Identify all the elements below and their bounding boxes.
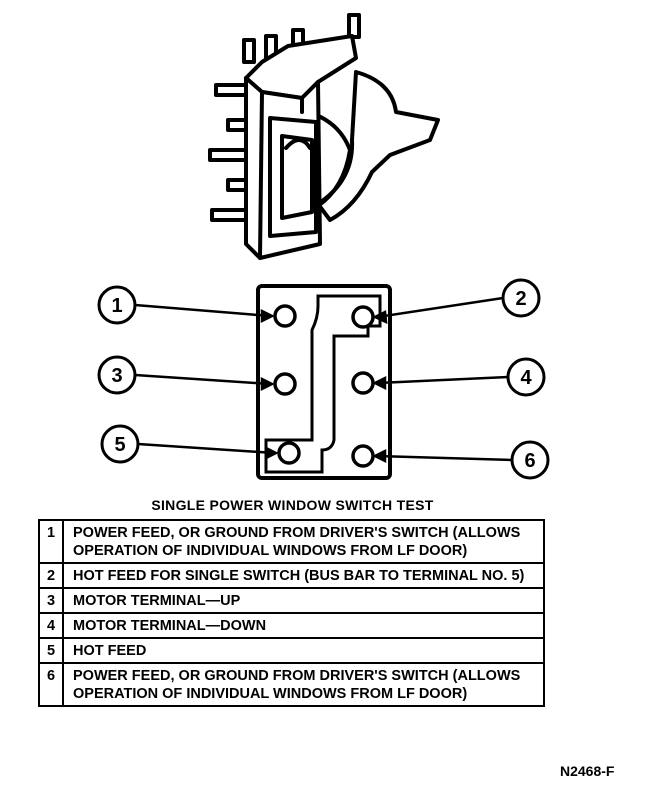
terminal-number: 4 bbox=[38, 612, 64, 639]
switch-body-illustration bbox=[208, 13, 440, 260]
leader-lines bbox=[134, 296, 513, 464]
terminal-legend-table: 1 POWER FEED, OR GROUND FROM DRIVER'S SW… bbox=[38, 519, 545, 707]
table-row: 5 HOT FEED bbox=[38, 637, 545, 664]
figure-id: N2468-F bbox=[560, 763, 615, 779]
table-row: 4 MOTOR TERMINAL—DOWN bbox=[38, 612, 545, 639]
table-title: SINGLE POWER WINDOW SWITCH TEST bbox=[151, 497, 434, 513]
table-row: 2 HOT FEED FOR SINGLE SWITCH (BUS BAR TO… bbox=[38, 562, 545, 589]
terminal-hole-5 bbox=[277, 441, 301, 465]
svg-text:3: 3 bbox=[111, 365, 122, 387]
terminal-number: 6 bbox=[38, 662, 64, 707]
svg-text:2: 2 bbox=[515, 288, 526, 310]
callout-3: 3 bbox=[97, 355, 137, 395]
callout-4: 4 bbox=[506, 357, 546, 397]
svg-text:6: 6 bbox=[524, 450, 535, 472]
terminal-hole-4 bbox=[351, 371, 375, 395]
terminal-description: MOTOR TERMINAL—UP bbox=[62, 587, 545, 614]
terminal-description: HOT FEED bbox=[62, 637, 545, 664]
svg-text:1: 1 bbox=[111, 295, 122, 317]
terminal-description: MOTOR TERMINAL—DOWN bbox=[62, 612, 545, 639]
table-row: 1 POWER FEED, OR GROUND FROM DRIVER'S SW… bbox=[38, 519, 545, 564]
terminal-number: 1 bbox=[38, 519, 64, 564]
bus-bar bbox=[264, 294, 382, 474]
svg-text:5: 5 bbox=[114, 434, 125, 456]
terminal-hole-2 bbox=[351, 305, 375, 329]
terminal-description: HOT FEED FOR SINGLE SWITCH (BUS BAR TO T… bbox=[62, 562, 545, 589]
table-row: 6 POWER FEED, OR GROUND FROM DRIVER'S SW… bbox=[38, 662, 545, 707]
callout-2: 2 bbox=[501, 278, 541, 318]
callout-6: 6 bbox=[510, 440, 550, 480]
terminal-number: 2 bbox=[38, 562, 64, 589]
terminal-number: 3 bbox=[38, 587, 64, 614]
terminal-hole-6 bbox=[351, 444, 375, 468]
terminal-number: 5 bbox=[38, 637, 64, 664]
callout-1: 1 bbox=[97, 285, 137, 325]
terminal-hole-3 bbox=[273, 372, 297, 396]
table-row: 3 MOTOR TERMINAL—UP bbox=[38, 587, 545, 614]
callout-5: 5 bbox=[100, 424, 140, 464]
terminal-description: POWER FEED, OR GROUND FROM DRIVER'S SWIT… bbox=[62, 519, 545, 564]
terminal-hole-1 bbox=[273, 304, 297, 328]
svg-text:4: 4 bbox=[520, 367, 532, 389]
switch-diagram: 1 2 3 4 5 6 bbox=[97, 13, 550, 480]
terminal-description: POWER FEED, OR GROUND FROM DRIVER'S SWIT… bbox=[62, 662, 545, 707]
